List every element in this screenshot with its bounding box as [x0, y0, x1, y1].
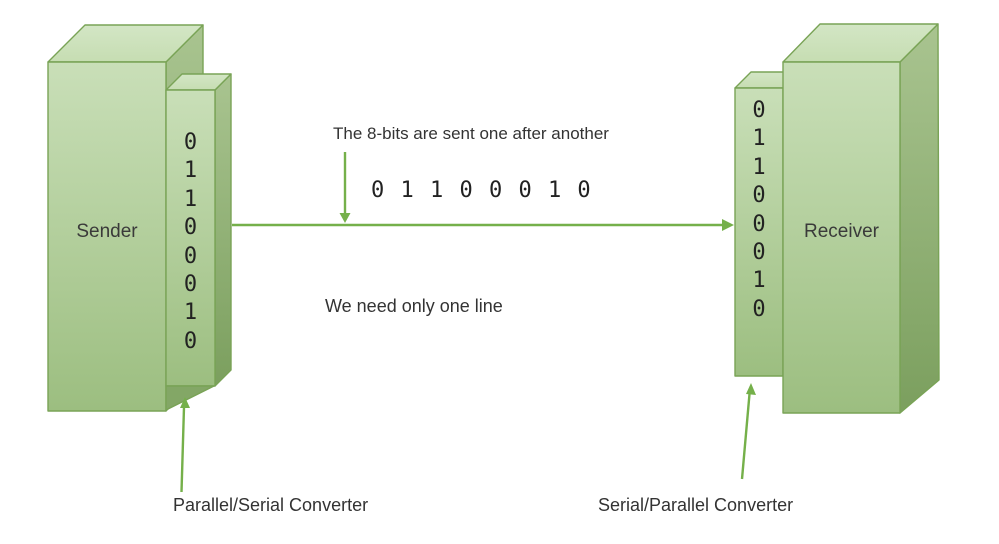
receiver-box-side-face: [899, 23, 940, 414]
bit: 0: [183, 215, 198, 241]
bit: 1: [752, 126, 766, 152]
sender-box-front-face: [47, 61, 167, 412]
receiver-box: [782, 23, 940, 414]
bit: 0: [183, 243, 198, 269]
bit: 1: [183, 186, 198, 212]
bit: 0: [752, 296, 766, 322]
bit: 0: [183, 271, 198, 297]
sender-converter-box: [165, 73, 232, 411]
right-converter-arrowhead: [746, 383, 756, 395]
receiver-label: Receiver: [804, 221, 879, 242]
bit: 1: [183, 158, 198, 184]
transmission-note: The 8-bits are sent one after another: [333, 124, 609, 143]
bit: 1: [752, 154, 766, 180]
sender-converter-bottom-shadow: [165, 385, 215, 411]
serial-bits-stream: 0 1 1 0 0 0 1 0: [371, 178, 593, 203]
parallel-serial-converter-label: Parallel/Serial Converter: [173, 495, 369, 515]
bit: 0: [183, 328, 198, 354]
bit: 1: [752, 268, 766, 294]
sender-converter-side-face: [214, 73, 232, 387]
bit: 0: [183, 130, 198, 155]
transmission-arrowhead: [722, 219, 734, 231]
flow-note-arrowhead: [339, 213, 351, 223]
receiver-box-front-face: [782, 61, 901, 414]
bit: 1: [183, 300, 198, 326]
serial-parallel-converter-label: Serial/Parallel Converter: [598, 495, 794, 515]
right-converter-arrow: [740, 383, 756, 480]
bit: 0: [752, 183, 766, 209]
bit: 0: [752, 239, 766, 265]
sender-label: Sender: [76, 221, 138, 242]
left-converter-arrow: [180, 397, 190, 493]
bit: 0: [752, 211, 766, 237]
sender-converter-front-face: [165, 89, 216, 387]
receiver-bits-column: 0 1 1 0 0 0 1 0: [735, 97, 783, 324]
sender-bits-column: 0 1 1 0 0 0 1 0: [166, 129, 215, 356]
bit: 0: [752, 98, 766, 123]
transmission-arrow: [232, 219, 734, 231]
left-converter-arrowhead: [180, 397, 190, 408]
flow-note-arrow: [339, 152, 351, 223]
one-line-note: We need only one line: [325, 296, 503, 316]
